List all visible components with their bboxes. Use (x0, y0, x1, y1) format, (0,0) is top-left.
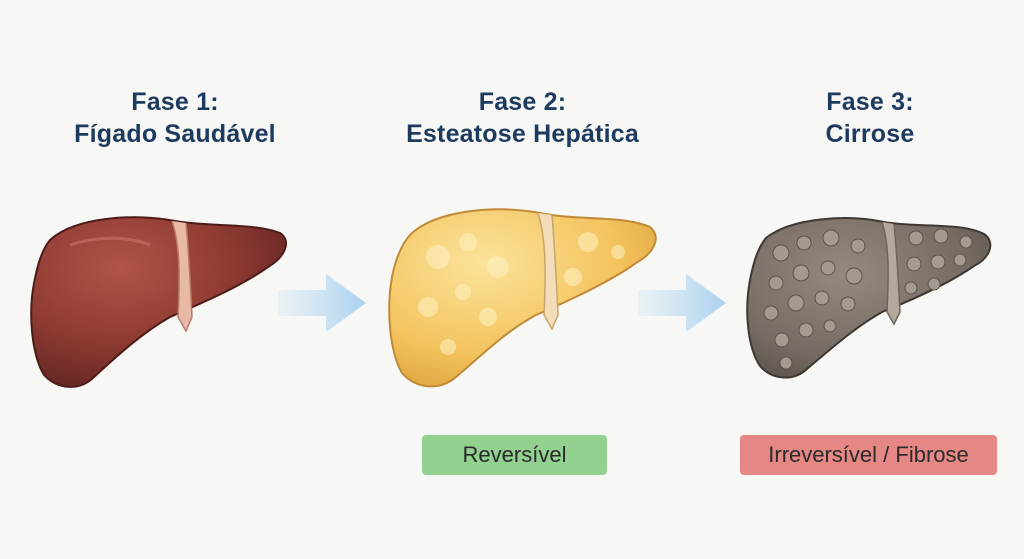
healthy-liver-illustration (30, 216, 287, 388)
stage-3-title-line1: Fase 3: (826, 88, 914, 116)
progression-arrow-2 (638, 274, 726, 332)
stage-2-title-line2: Esteatose Hepática (406, 120, 639, 148)
fatty-liver-illustration (388, 208, 657, 388)
reversible-badge: Reversível (422, 435, 607, 475)
cirrhotic-liver-illustration (746, 217, 992, 379)
stage-1-title-line1: Fase 1: (131, 88, 219, 116)
stage-1-title: Fase 1: Fígado Saudável (40, 86, 310, 150)
stage-1-title-line2: Fígado Saudável (74, 120, 276, 148)
progression-arrow-1 (278, 274, 366, 332)
stage-3-title: Fase 3: Cirrose (740, 86, 1000, 150)
stage-3-title-line2: Cirrose (825, 120, 915, 148)
irreversible-fibrosis-badge: Irreversível / Fibrose (740, 435, 997, 475)
stage-2-title: Fase 2: Esteatose Hepática (380, 86, 665, 150)
stage-2-title-line1: Fase 2: (478, 88, 567, 116)
